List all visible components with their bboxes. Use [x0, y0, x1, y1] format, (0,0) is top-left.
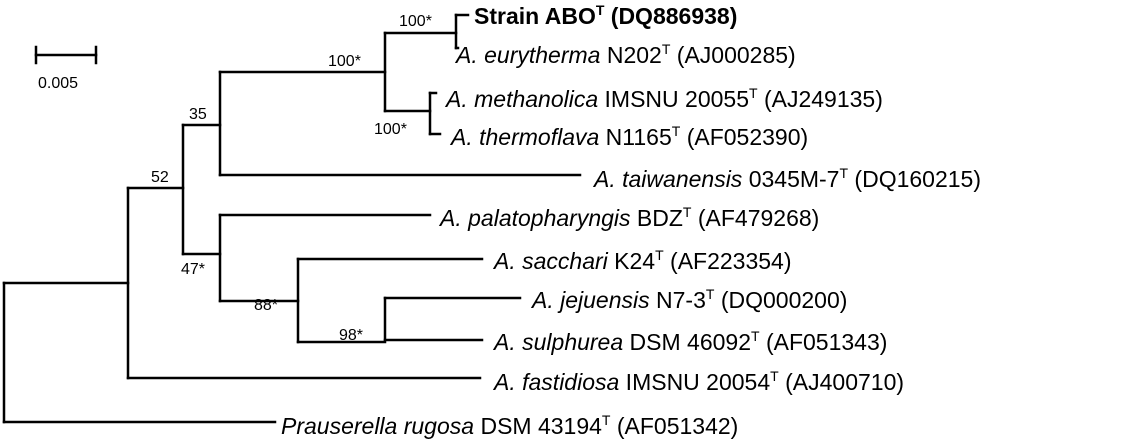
- taxon-label-part: T: [662, 41, 671, 57]
- taxon-label-part: BDZ: [631, 205, 683, 231]
- taxon-label-part: T: [839, 165, 848, 181]
- taxon-label-strain-abo: Strain ABOT (DQ886938): [474, 2, 737, 29]
- taxon-label-part: T: [672, 123, 681, 139]
- taxon-label-part: K24: [608, 248, 656, 274]
- taxon-label-part: T: [655, 247, 664, 263]
- taxon-label-part: N1165: [599, 124, 671, 150]
- taxon-label-part: A. taiwanensis: [592, 166, 743, 192]
- taxon-label-part: (AJ249135): [758, 86, 883, 112]
- taxon-label-eurytherma: A. eurytherma N202T (AJ000285): [454, 41, 796, 68]
- taxon-label-part: A. eurytherma: [454, 42, 600, 68]
- taxon-label-fastidiosa: A. fastidiosa IMSNU 20054T (AJ400710): [492, 368, 904, 395]
- taxon-label-part: A. sulphurea: [492, 329, 623, 355]
- bootstrap-clade-eury: 100*: [328, 53, 361, 70]
- bootstrap-abo-eury: 100*: [399, 13, 432, 30]
- taxon-label-part: (AF223354): [664, 248, 792, 274]
- taxon-label-part: A. fastidiosa: [492, 369, 619, 395]
- taxon-label-part: T: [683, 204, 692, 220]
- taxon-label-part: Prauserella rugosa: [281, 413, 474, 439]
- taxon-label-part: (DQ886938): [604, 3, 737, 29]
- taxon-label-part: A. thermoflava: [449, 124, 599, 150]
- taxon-label-part: (AF051343): [760, 329, 888, 355]
- taxon-label-prauserella: Prauserella rugosa DSM 43194T (AF051342): [281, 412, 738, 439]
- taxon-label-methanolica: A. methanolica IMSNU 20055T (AJ249135): [444, 85, 883, 112]
- taxon-label-part: (DQ160215): [848, 166, 981, 192]
- taxon-label-part: IMSNU 20055: [598, 86, 749, 112]
- bootstrap-node-35: 35: [189, 106, 207, 123]
- taxon-label-part: T: [602, 412, 611, 428]
- taxon-label-part: T: [751, 328, 760, 344]
- scale-bar-label: 0.005: [38, 75, 78, 92]
- taxon-label-jejuensis: A. jejuensis N7-3T (DQ000200): [530, 286, 847, 313]
- taxon-label-palatopharyngis: A. palatopharyngis BDZT (AF479268): [438, 204, 819, 231]
- taxon-label-part: A. jejuensis: [530, 287, 650, 313]
- taxon-label-part: A. palatopharyngis: [438, 205, 631, 231]
- taxon-label-part: (AJ400710): [779, 369, 904, 395]
- scale-bar: 0.005: [34, 45, 98, 92]
- bootstrap-values: 100* 100* 100* 35 52 47* 88* 98*: [151, 13, 432, 344]
- taxon-label-part: Strain ABO: [474, 3, 596, 29]
- taxon-label-part: (DQ000200): [714, 287, 847, 313]
- taxon-label-sacchari: A. sacchari K24T (AF223354): [492, 247, 792, 274]
- tree-branches: [2, 13, 582, 424]
- taxon-label-part: DSM 43194: [474, 413, 602, 439]
- taxon-label-part: DSM 46092: [623, 329, 751, 355]
- bootstrap-node-88: 88*: [254, 297, 278, 314]
- taxon-label-part: A. methanolica: [444, 86, 598, 112]
- taxon-labels: Strain ABOT (DQ886938) A. eurytherma N20…: [281, 2, 981, 439]
- taxon-label-part: (AF479268): [691, 205, 819, 231]
- bootstrap-node-52: 52: [151, 169, 169, 186]
- taxon-label-part: A. sacchari: [492, 248, 609, 274]
- taxon-label-part: (AJ000285): [670, 42, 795, 68]
- taxon-label-thermoflava: A. thermoflava N1165T (AF052390): [449, 123, 808, 150]
- taxon-label-part: N7-3: [650, 287, 706, 313]
- taxon-label-part: (AF052390): [680, 124, 808, 150]
- bootstrap-node-98: 98*: [339, 327, 363, 344]
- taxon-label-part: T: [770, 368, 779, 384]
- taxon-label-part: T: [749, 85, 758, 101]
- taxon-label-part: 0345M-7: [742, 166, 839, 192]
- taxon-label-part: T: [596, 2, 605, 18]
- bootstrap-meth-ther: 100*: [374, 121, 407, 138]
- taxon-label-taiwanensis: A. taiwanensis 0345M-7T (DQ160215): [592, 165, 981, 192]
- taxon-label-part: IMSNU 20054: [619, 369, 770, 395]
- taxon-label-part: T: [706, 286, 715, 302]
- taxon-label-part: N202: [600, 42, 661, 68]
- taxon-label-part: (AF051342): [610, 413, 738, 439]
- bootstrap-node-47: 47*: [181, 261, 205, 278]
- taxon-label-sulphurea: A. sulphurea DSM 46092T (AF051343): [492, 328, 887, 355]
